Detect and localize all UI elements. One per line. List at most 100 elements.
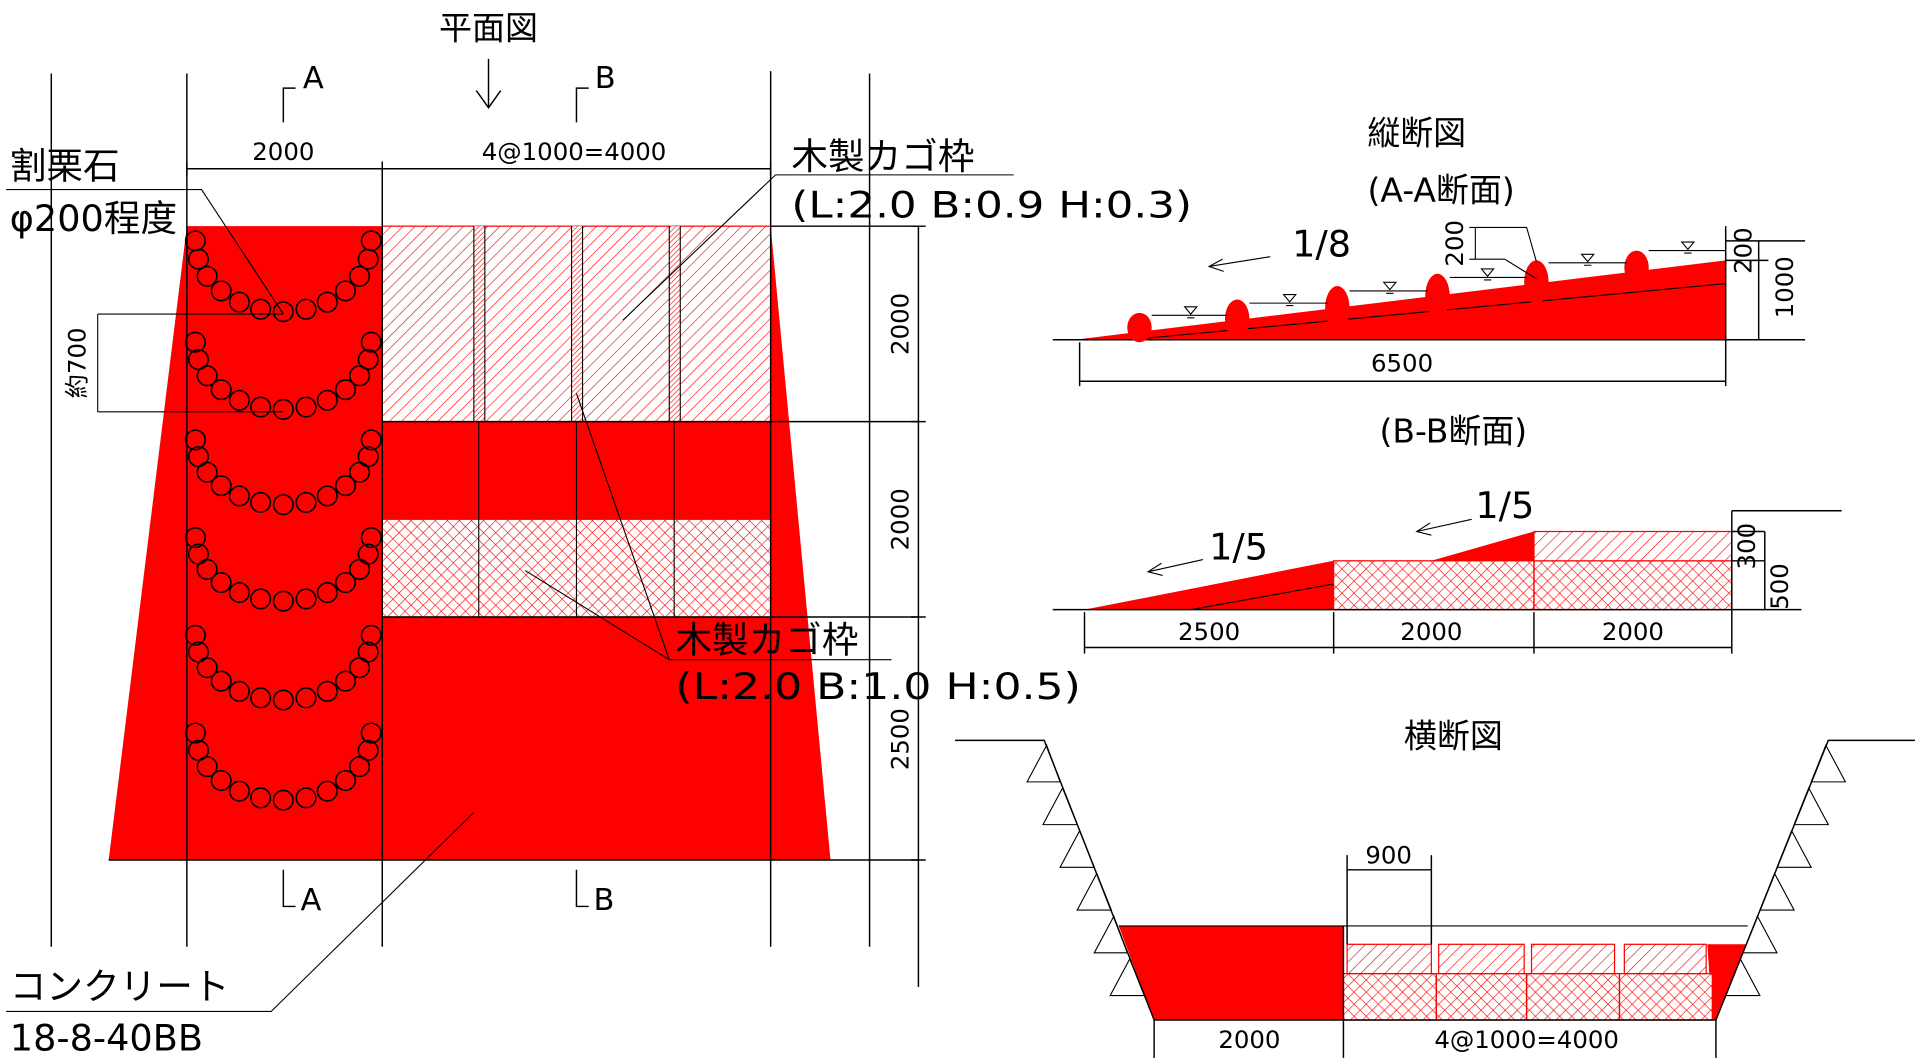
aa-dim-top: 200 [1728,227,1757,274]
rubble-stone-circle [334,769,357,792]
rubble-pitch-label: 約700 [62,327,91,398]
rubble-stone-circle [348,265,371,287]
aa-slope-label: 1/8 [1292,223,1351,266]
bb-wooden-frame-lower [1333,560,1733,611]
cross-frame-dividers [1435,973,1621,1021]
rubble-stone-circle [272,494,294,516]
bb-wooden-frame-upper [1533,530,1733,562]
cross-dim-frames: 4@1000=4000 [1434,1025,1619,1054]
rubble-stone-circle [295,588,317,610]
bb-bottom-dimension [1083,612,1732,654]
rubble-stone-circle [250,491,272,513]
plan-dim-left-width: 2000 [252,137,314,166]
rubble-stone-circle [295,787,317,809]
rubble-stone-rows [184,230,382,811]
rubble-stone-circle [334,280,357,302]
rubble-stone-circle [357,739,379,761]
rubble-stone-circle [210,379,232,401]
plan-dim-middle-length: 2000 [886,488,915,550]
section-bb-title: (B-B断面) [1380,411,1528,450]
aa-water-levels [1151,250,1726,316]
frame-upper-label: 木製カゴ枠 [791,135,974,178]
aa-dim-height: 1000 [1770,256,1799,318]
bb-dim-2: 2000 [1400,617,1462,646]
aa-dim-step: 200 [1440,220,1469,267]
rubble-stone-circle [316,291,338,313]
rubble-stone-circle [348,756,371,778]
rubble-stone-circle [250,787,272,809]
section-aa-title: (A-A断面) [1368,171,1515,210]
plan-view: 平面図 2000 4@1000=4000 2000 2000 2500 A B … [6,8,1192,1060]
rubble-stone-circle [295,687,317,709]
rubble-stone-circle [272,301,294,323]
rubble-stone-circle [196,461,218,483]
cross-wooden-frame-upper [1530,943,1616,975]
rubble-size: φ200程度 [10,197,177,240]
frame-upper-leader-line [622,174,1014,321]
frame-lower-leader-line [524,393,892,661]
rubble-stone-circle [184,624,206,646]
rubble-stone-circle [360,230,382,252]
bb-slope-right-arrow-icon [1415,518,1472,536]
rubble-stone-circle [228,582,250,604]
rubble-stone-circle [196,558,218,580]
aa-dim-length: 6500 [1371,349,1433,378]
cross-title: 横断図 [1404,717,1503,756]
rubble-stone-circle [316,582,338,604]
water-level-icon [1183,241,1696,319]
rubble-stone-circle [334,379,357,401]
cross-wooden-frame-lower [1342,973,1713,1021]
rubble-stone-circle [316,680,338,702]
plan-right-dimension-ticks [911,225,926,861]
rubble-stone-circle [360,527,382,549]
rubble-stone-circle [184,331,206,353]
rubble-stone-circle [357,348,379,371]
rubble-label: 割栗石 [10,145,120,188]
frame-cell-lines [478,421,675,617]
rubble-stone-circle [250,396,272,418]
bb-slope-left-arrow-icon [1146,559,1204,577]
bb-right-dimension [1731,510,1842,654]
rubble-stone-circle [357,446,379,468]
rubble-stone-circle [360,331,382,353]
rubble-stone-circle [272,590,294,612]
rubble-stone-circle [228,485,250,507]
frame-lower-label: 木製カゴ枠 [675,618,858,661]
cross-section: 横断図 900 2000 4@1000=4000 [955,717,1915,1058]
bb-slope-right-label: 1/5 [1475,484,1534,527]
log-section [1127,312,1152,343]
rubble-stone-circle [184,722,206,744]
bb-inner-line [1190,583,1334,611]
rubble-stone-circle [295,298,317,320]
rubble-stone-circle [272,689,294,711]
bb-concrete-slope [1084,560,1334,610]
log-section [1524,260,1549,305]
rubble-stone-circle [334,571,357,594]
rubble-stone-circle [295,491,317,513]
rubble-stone-circle [184,429,206,451]
frame-divider-strip [669,226,681,422]
cross-channel-outline [955,739,1915,1021]
bb-dim-1: 2500 [1178,617,1240,646]
frame-upper-spec: (L:2.0 B:0.9 H:0.3) [791,184,1192,227]
rubble-stone-circle [316,780,338,802]
concrete-spec: 18-8-40BB [10,1017,203,1060]
rubble-stone-circle [210,670,232,692]
rubble-stone-circle [196,365,218,387]
concrete-label: コンクリート [10,965,230,1008]
aa-right-dimension [1724,226,1806,387]
bb-slope-left-label: 1/5 [1209,526,1268,569]
rubble-stone-circle [250,298,272,320]
rubble-stone-circle [228,780,250,802]
aa-log-sections [1127,250,1649,343]
log-section [1624,250,1649,285]
rubble-stone-circle [210,571,232,594]
rubble-stone-circle [316,485,338,507]
bb-dim-3: 2000 [1602,617,1664,646]
rubble-stone-circle [357,543,379,565]
log-section [1224,299,1250,339]
rubble-stone-circle [334,475,357,497]
section-mark-a-bottom: A [300,883,321,918]
rubble-stone-circle [316,389,338,411]
cross-concrete-left [1118,925,1344,1021]
